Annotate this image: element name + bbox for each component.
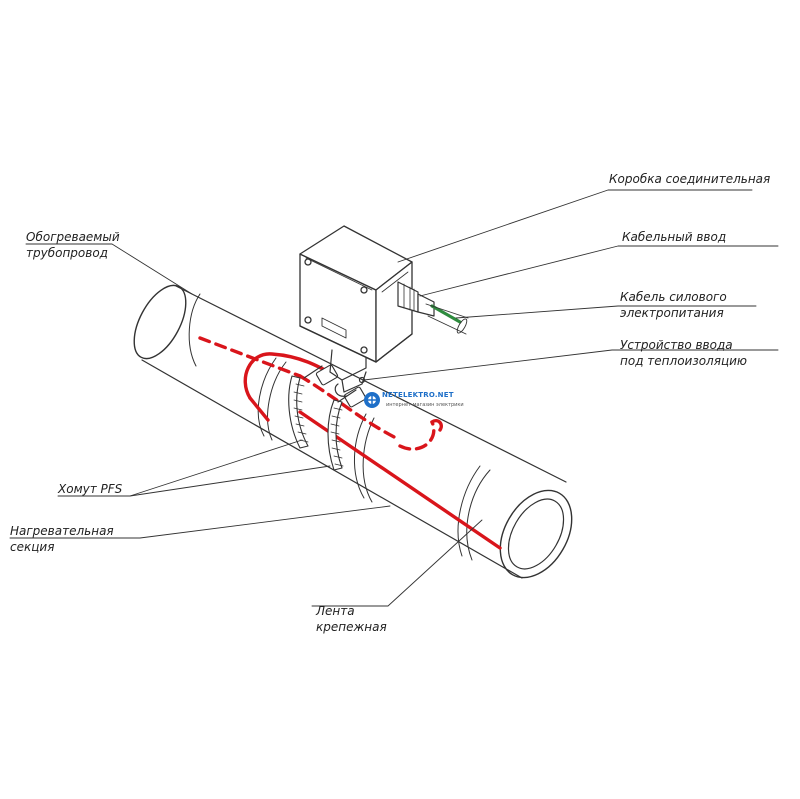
junction-box: [299, 225, 413, 363]
label-power-cable-line2: электропитания: [620, 306, 724, 320]
label-tape-line2: крепежная: [316, 620, 387, 634]
label-power-cable-line1: Кабель силового: [620, 290, 727, 304]
label-junction-box: Коробка соединительная: [609, 172, 771, 186]
power-cable: [425, 303, 469, 335]
label-entry-device-line1: Устройство ввода: [620, 338, 733, 352]
label-heated-pipe-line1: Обогреваемый: [26, 230, 120, 244]
heating-cable: [198, 336, 502, 550]
cable-gland: [397, 281, 435, 317]
label-tape-line1: Лента: [316, 604, 355, 618]
label-entry-device-line2: под теплоизоляцию: [620, 354, 748, 368]
leader-lines: [9, 189, 779, 607]
label-heating-section-line1: Нагревательная: [10, 524, 114, 538]
label-cable-gland: Кабельный ввод: [622, 230, 727, 244]
label-clamp: Хомут PFS: [58, 482, 123, 496]
watermark-title: NETELEKTRO.NET: [382, 391, 454, 399]
watermark-logo-icon: [364, 392, 380, 408]
label-heated-pipe-line2: трубопровод: [26, 246, 108, 260]
label-heating-section-line2: секция: [10, 540, 55, 554]
watermark-subtitle: интернет-магазин электрики: [386, 402, 464, 408]
pfs-clamps: [288, 364, 367, 471]
